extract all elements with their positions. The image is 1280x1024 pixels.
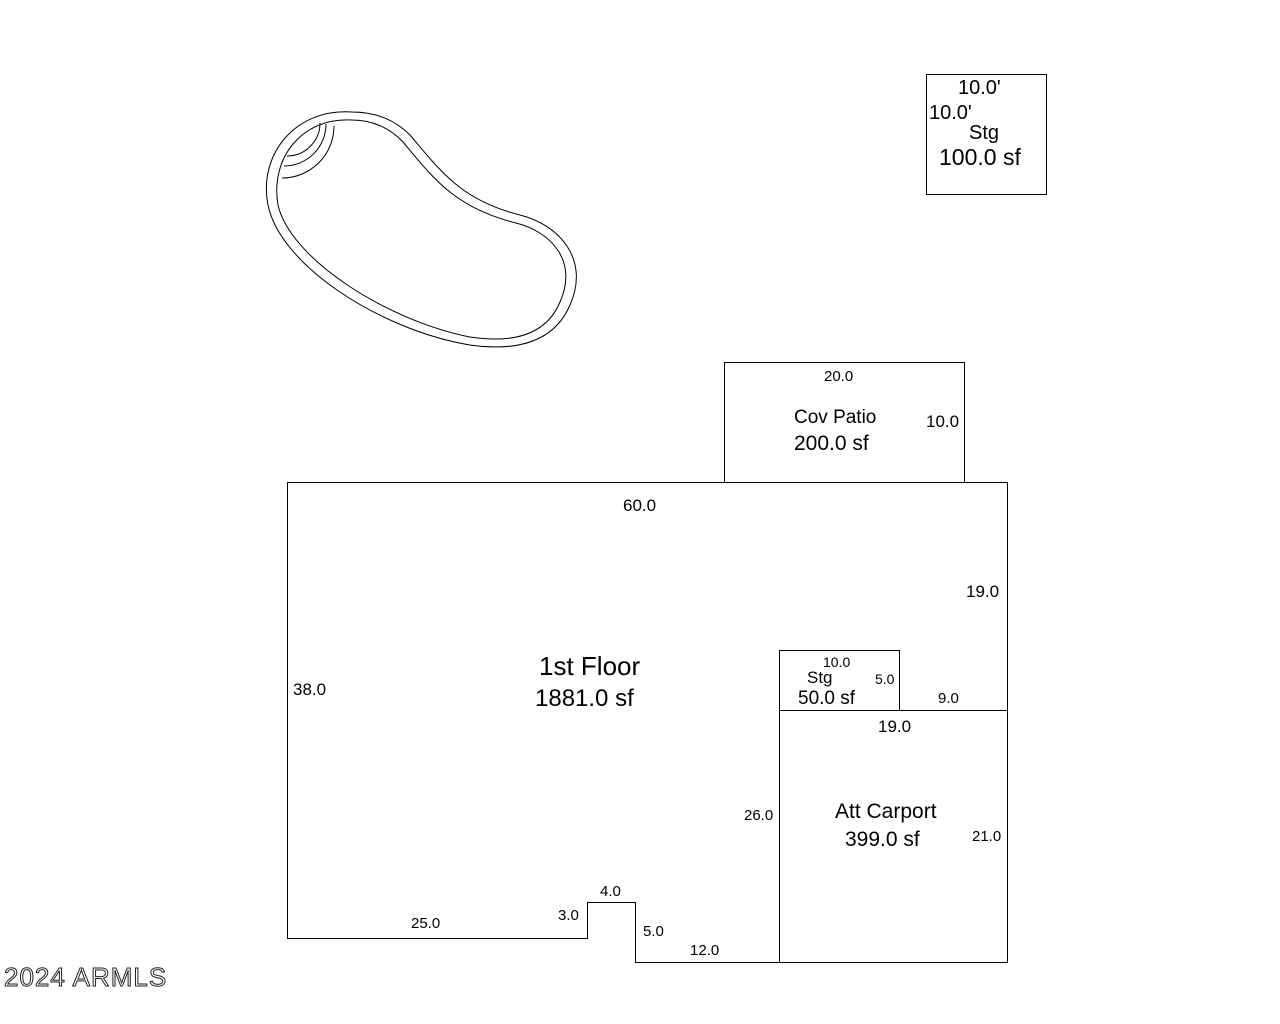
carport-dim-left: 26.0 (744, 807, 773, 824)
first-floor-outline (287, 482, 1008, 963)
storage-shed-area: 100.0 sf (939, 144, 1021, 170)
first-floor-dim-bottom-left: 25.0 (411, 915, 440, 932)
storage-shed-width: 10.0' (958, 77, 1001, 99)
storage-room: 10.0 Stg 5.0 50.0 sf (779, 650, 900, 711)
carport-dim-top: 19.0 (878, 717, 911, 736)
storage-shed: 10.0' 10.0' Stg 100.0 sf (926, 74, 1047, 195)
storage-room-name: Stg (807, 668, 833, 687)
first-floor-dim-ledge: 9.0 (938, 690, 959, 707)
first-floor-dim-notch-rise: 3.0 (558, 907, 579, 924)
pool-steps-arc-3 (286, 122, 321, 157)
covered-patio-area: 200.0 sf (794, 432, 869, 455)
pool-steps-arc-2 (283, 123, 327, 167)
storage-room-dim-top: 10.0 (823, 654, 850, 670)
first-floor-dim-right-upper: 19.0 (966, 582, 999, 601)
first-floor-area: 1881.0 sf (535, 685, 634, 712)
storage-room-outline (779, 650, 900, 711)
copyright-watermark: 2024 ARMLS (3, 962, 168, 993)
carport-outline (779, 710, 1008, 963)
storage-room-area: 50.0 sf (798, 688, 856, 709)
pool-steps-arc-1 (281, 125, 335, 179)
carport-name: Att Carport (835, 800, 937, 823)
first-floor-name: 1st Floor (539, 651, 640, 681)
covered-patio-name: Cov Patio (794, 407, 876, 428)
covered-patio-dim-top: 20.0 (824, 368, 853, 385)
pool (266, 111, 577, 348)
covered-patio-outline (724, 362, 965, 482)
storage-shed-depth: 10.0' (929, 102, 972, 124)
attached-carport: 19.0 26.0 Att Carport 21.0 399.0 sf (744, 710, 1008, 963)
pool-inner-edge (276, 119, 567, 340)
covered-patio: 20.0 Cov Patio 200.0 sf 10.0 (724, 362, 965, 482)
first-floor: 60.0 19.0 1st Floor 1881.0 sf 38.0 9.0 2… (287, 482, 1008, 963)
first-floor-dim-notch-drop: 5.0 (643, 923, 664, 940)
first-floor-dim-notch-top: 4.0 (600, 883, 621, 900)
storage-room-dim-right: 5.0 (875, 671, 895, 687)
pool-outer-edge (266, 111, 577, 348)
first-floor-dim-top: 60.0 (623, 496, 656, 515)
first-floor-dim-left: 38.0 (293, 680, 326, 699)
storage-shed-outline (926, 74, 1047, 195)
carport-dim-right: 21.0 (972, 828, 1001, 845)
storage-shed-name: Stg (969, 122, 999, 144)
covered-patio-dim-right: 10.0 (926, 412, 959, 431)
first-floor-dim-bottom-mid: 12.0 (690, 942, 719, 959)
carport-area: 399.0 sf (845, 828, 920, 851)
